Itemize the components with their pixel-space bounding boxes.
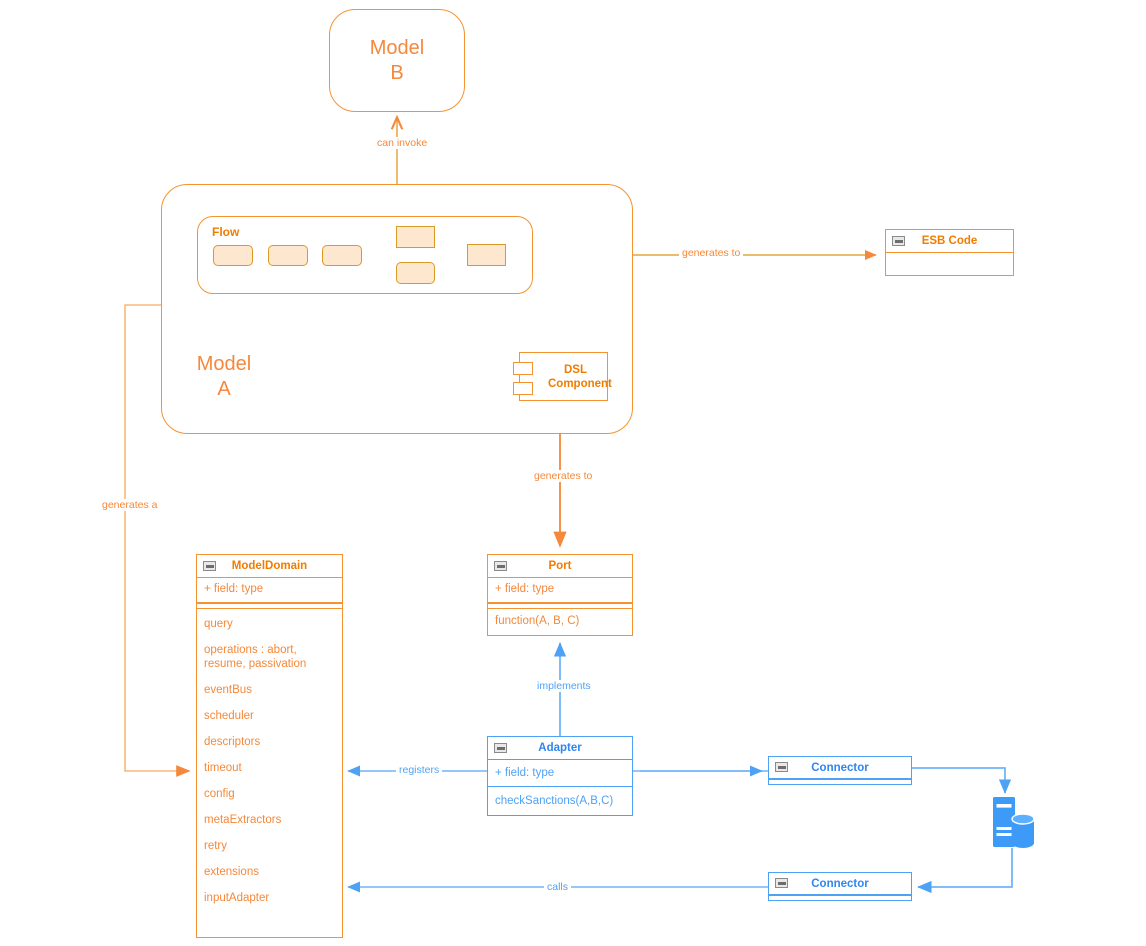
model-domain-field: + field: type	[197, 578, 342, 603]
model-b-label: Model B	[330, 36, 464, 86]
flow-title: Flow	[212, 225, 240, 239]
model-b-container[interactable]: Model B	[329, 9, 465, 112]
dsl-component-box[interactable]: DSL Component	[519, 352, 612, 401]
esb-code-header: ESB Code	[886, 230, 1013, 253]
model-b-label-line1: Model	[369, 37, 425, 59]
port-operation: function(A, B, C)	[495, 615, 580, 627]
connector-top-title: Connector	[811, 761, 869, 774]
connector-top-class[interactable]: Connector	[768, 756, 912, 785]
connector-bottom-header: Connector	[769, 873, 911, 895]
flow-step-join[interactable]	[467, 244, 506, 266]
connector-bottom-class[interactable]: Connector	[768, 872, 912, 901]
model-a-label-line1: Model	[196, 353, 252, 375]
edge-label-implements: implements	[534, 680, 594, 692]
model-domain-attr: eventBus	[204, 684, 252, 696]
connector-bottom-body	[769, 895, 911, 899]
port-separator	[488, 603, 632, 609]
flow-branch-bottom[interactable]	[396, 262, 435, 284]
model-domain-attr: descriptors	[204, 736, 261, 748]
model-a-label-line2: A	[217, 378, 231, 400]
model-domain-attr: retry	[204, 840, 227, 852]
flow-branch-top[interactable]	[396, 226, 435, 248]
connector-bottom-title: Connector	[811, 877, 869, 890]
component-icon-tab-bottom	[513, 382, 533, 395]
dsl-component-title: DSL Component	[548, 363, 612, 391]
adapter-field: + field: type	[488, 760, 632, 787]
edge-label-generates-a: generates a	[99, 499, 161, 511]
model-domain-attr: operations : abort, resume, passivation	[204, 644, 307, 670]
connector-top-body	[769, 779, 911, 783]
port-class[interactable]: Port + field: type function(A, B, C)	[487, 554, 633, 636]
edge-label-calls: calls	[544, 881, 572, 893]
adapter-header: Adapter	[488, 737, 632, 760]
dsl-component-line2: Component	[548, 377, 612, 390]
model-b-label-line2: B	[390, 62, 404, 84]
model-domain-title: ModelDomain	[231, 560, 308, 572]
model-domain-attr: metaExtractors	[204, 814, 282, 826]
model-domain-attr: extensions	[204, 866, 259, 878]
model-domain-attr: config	[204, 788, 235, 800]
component-icon-tab-top	[513, 362, 533, 375]
adapter-operation: checkSanctions(A,B,C)	[495, 795, 614, 807]
model-domain-attr: timeout	[204, 762, 242, 774]
edge-label-can-invoke: can invoke	[374, 137, 431, 149]
model-domain-class[interactable]: ModelDomain + field: type query operatio…	[196, 554, 343, 938]
flow-step-3[interactable]	[322, 245, 362, 266]
adapter-title: Adapter	[538, 742, 582, 754]
port-title: Port	[548, 560, 572, 572]
model-a-label: Model A	[186, 352, 262, 402]
adapter-class[interactable]: Adapter + field: type checkSanctions(A,B…	[487, 736, 633, 816]
uml-class-icon	[775, 762, 788, 772]
flow-step-1[interactable]	[213, 245, 253, 266]
model-domain-separator	[197, 603, 342, 609]
uml-class-icon	[203, 561, 216, 571]
uml-class-icon	[494, 743, 507, 753]
uml-class-icon	[494, 561, 507, 571]
model-domain-header: ModelDomain	[197, 555, 342, 578]
esb-code-class[interactable]: ESB Code	[885, 229, 1014, 276]
model-domain-attr: inputAdapter	[204, 892, 270, 904]
port-header: Port	[488, 555, 632, 578]
edge-label-generates-to-port: generates to	[531, 470, 596, 482]
flow-step-2[interactable]	[268, 245, 308, 266]
uml-class-icon	[892, 236, 905, 246]
port-field: + field: type	[488, 578, 632, 603]
esb-code-body	[886, 253, 1013, 277]
model-domain-attr: scheduler	[204, 710, 254, 722]
uml-class-icon	[775, 878, 788, 888]
edge-label-generates-to-esb: generates to	[679, 247, 744, 259]
model-domain-attr: query	[204, 618, 233, 630]
connector-top-header: Connector	[769, 757, 911, 779]
database-server-icon	[993, 797, 1035, 849]
dsl-component-line1: DSL	[564, 363, 587, 376]
model-domain-attribute-list: query operations : abort, resume, passiv…	[197, 611, 342, 911]
esb-code-title: ESB Code	[921, 235, 978, 247]
edge-label-registers: registers	[396, 764, 443, 776]
